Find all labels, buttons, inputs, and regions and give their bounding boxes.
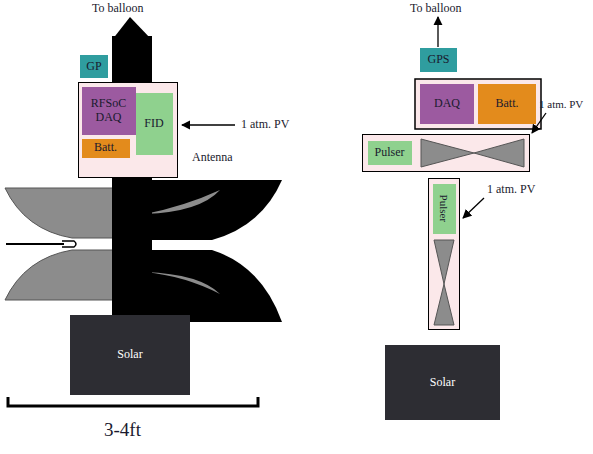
- horn-antenna-grey: [5, 188, 121, 238]
- bowtie-antenna: [474, 139, 524, 167]
- box-label: GPS: [425, 53, 451, 67]
- balloon-label: To balloon: [92, 1, 144, 16]
- dimension-label: 3-4ft: [104, 419, 141, 441]
- horn-slot: [145, 272, 220, 294]
- box-label: GP: [84, 60, 103, 74]
- box-label: Batt.: [92, 141, 119, 155]
- callout-label: 1 atm. PV: [487, 183, 535, 197]
- pressure-vessel-fill: [78, 82, 178, 178]
- pressure-vessel-fill: [428, 178, 460, 330]
- pressure-vessel: Pulser1 atm. PV: [428, 178, 460, 330]
- pressure-vessel-fill: [362, 134, 530, 172]
- balloon-label: To balloon: [410, 1, 462, 16]
- feed-line: [6, 243, 64, 245]
- pulser-box: Pulser: [368, 141, 412, 165]
- bowtie-antenna: [421, 139, 474, 167]
- battery-box: Batt.: [478, 84, 536, 124]
- daq-box: DAQ: [420, 84, 474, 124]
- balloon-line: [437, 17, 438, 47]
- box-label: Pulser: [373, 146, 407, 160]
- fid-box: FID: [136, 93, 173, 155]
- mast: [112, 36, 152, 322]
- enclosure-box: [415, 79, 541, 129]
- horn-antenna-grey: [5, 250, 121, 300]
- box-label: Solar: [115, 348, 144, 362]
- balloon-arrowhead: [112, 17, 152, 40]
- box-label: Pulser: [438, 195, 451, 223]
- box-label: Batt.: [494, 97, 521, 111]
- horn-slot: [145, 190, 220, 214]
- feed-gap: [62, 241, 76, 247]
- gps-box: GPS: [420, 48, 457, 72]
- box-label: Solar: [428, 376, 457, 390]
- pressure-vessel: Pulser1 atm. PV: [362, 134, 530, 172]
- dimension-bracket: [8, 397, 258, 406]
- leader-arrow: [182, 124, 235, 125]
- gps-box: GP: [80, 55, 108, 78]
- solar-panel: Solar: [70, 315, 190, 395]
- box-label: DAQ: [432, 97, 462, 111]
- bowtie-antenna: [434, 284, 454, 325]
- solar-panel: Solar: [385, 345, 500, 420]
- pressure-vessel: RFSoC DAQBatt.FID1 atm. PV: [78, 82, 178, 178]
- leader-arrow: [463, 198, 484, 218]
- daq-box: RFSoC DAQ: [82, 87, 136, 135]
- box-label: RFSoC DAQ: [82, 97, 136, 125]
- battery-box: Batt.: [82, 139, 130, 158]
- antenna-label: Antenna: [192, 150, 233, 165]
- callout-label: 1 atm. PV: [241, 118, 289, 132]
- bowtie-antenna: [434, 240, 454, 284]
- box-label: FID: [142, 117, 165, 131]
- callout-label: 1 atm. PV: [539, 98, 583, 111]
- pulser-box: Pulser: [433, 184, 456, 234]
